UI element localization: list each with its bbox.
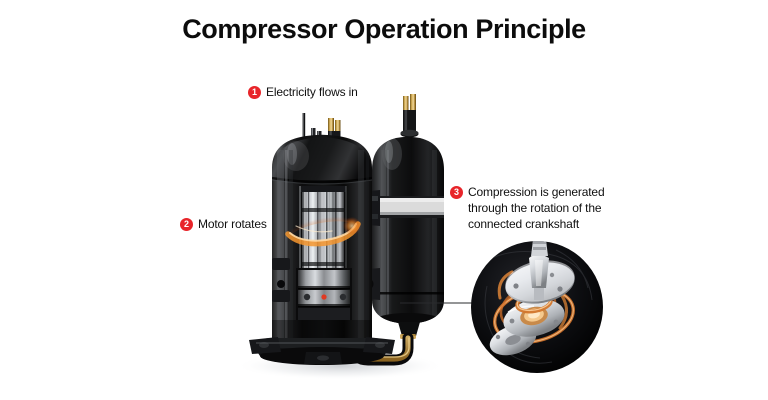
- accumulator-suction-pipe: [400, 94, 419, 138]
- rotation-glow: [281, 212, 367, 250]
- mounting-base: [249, 337, 395, 365]
- callout-text-3: Compression is generated through the rot…: [468, 185, 605, 231]
- callout-text-1: Electricity flows in: [266, 85, 358, 99]
- callout-electricity-flows-in: 1 Electricity flows in: [248, 84, 358, 100]
- callout-badge-2: 2: [180, 218, 193, 231]
- callout-text-2: Motor rotates: [198, 217, 267, 231]
- vent-rod: [302, 113, 306, 147]
- compressor-shell: [272, 134, 372, 345]
- callout-motor-rotates: 2 Motor rotates: [180, 216, 267, 232]
- magnifier-circle: [471, 241, 603, 373]
- accumulator-outlet: [398, 322, 420, 336]
- callout-compression-generated: 3 Compression is generated through the r…: [450, 184, 618, 232]
- callout-badge-1: 1: [248, 86, 261, 99]
- callout-badge-3: 3: [450, 186, 463, 199]
- crankshaft-indicator-dot: [321, 294, 327, 300]
- page-title: Compressor Operation Principle: [182, 14, 586, 44]
- crankshaft-section: [296, 268, 352, 320]
- accumulator-tank: [372, 94, 444, 339]
- detail-crankshaft: [505, 241, 575, 304]
